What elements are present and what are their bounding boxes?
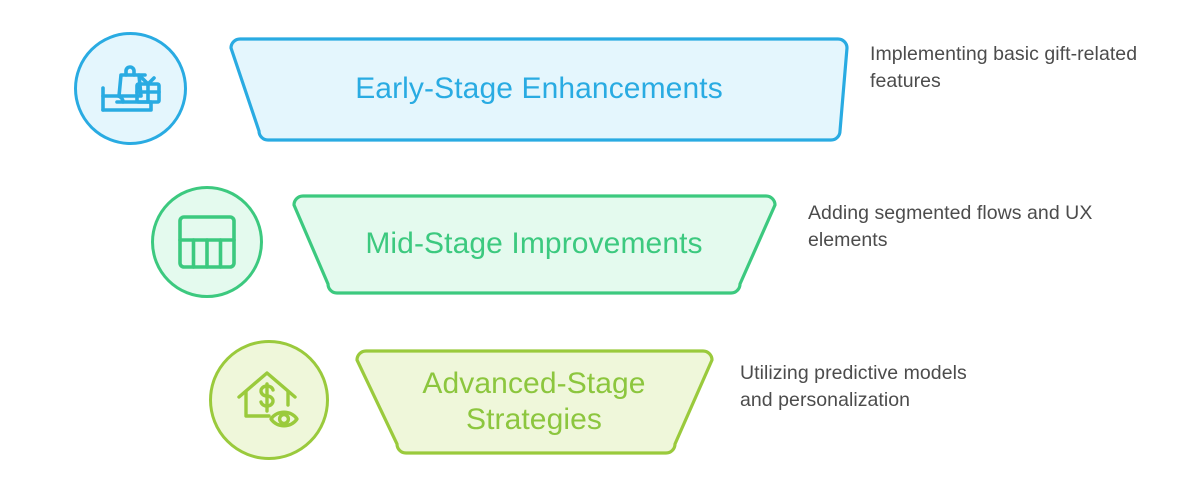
stage-1-funnel-band [228,27,850,151]
segmented-layout-grid-icon [174,211,240,273]
stage-3-funnel-band [353,339,715,464]
stage-3-description: Utilizing predictive models and personal… [740,362,967,411]
stage-1-icon-badge [74,32,187,145]
stage-2-label: Mid-Stage Improvements [365,226,703,260]
bed-shopping-bag-gift-icon [95,58,167,120]
house-dollar-eye-icon [233,367,305,433]
stage-3-label: Advanced-Stage Strategies [422,367,646,436]
stage-3-icon-badge [209,340,329,460]
stage-2-description: Adding segmented flows and UX elements [808,202,1093,251]
stage-1-description: Implementing basic gift-related features [870,43,1138,92]
stage-1-label: Early-Stage Enhancements [355,72,723,106]
stage-2-icon-badge [151,186,263,298]
stage-2-funnel-band [290,184,778,303]
